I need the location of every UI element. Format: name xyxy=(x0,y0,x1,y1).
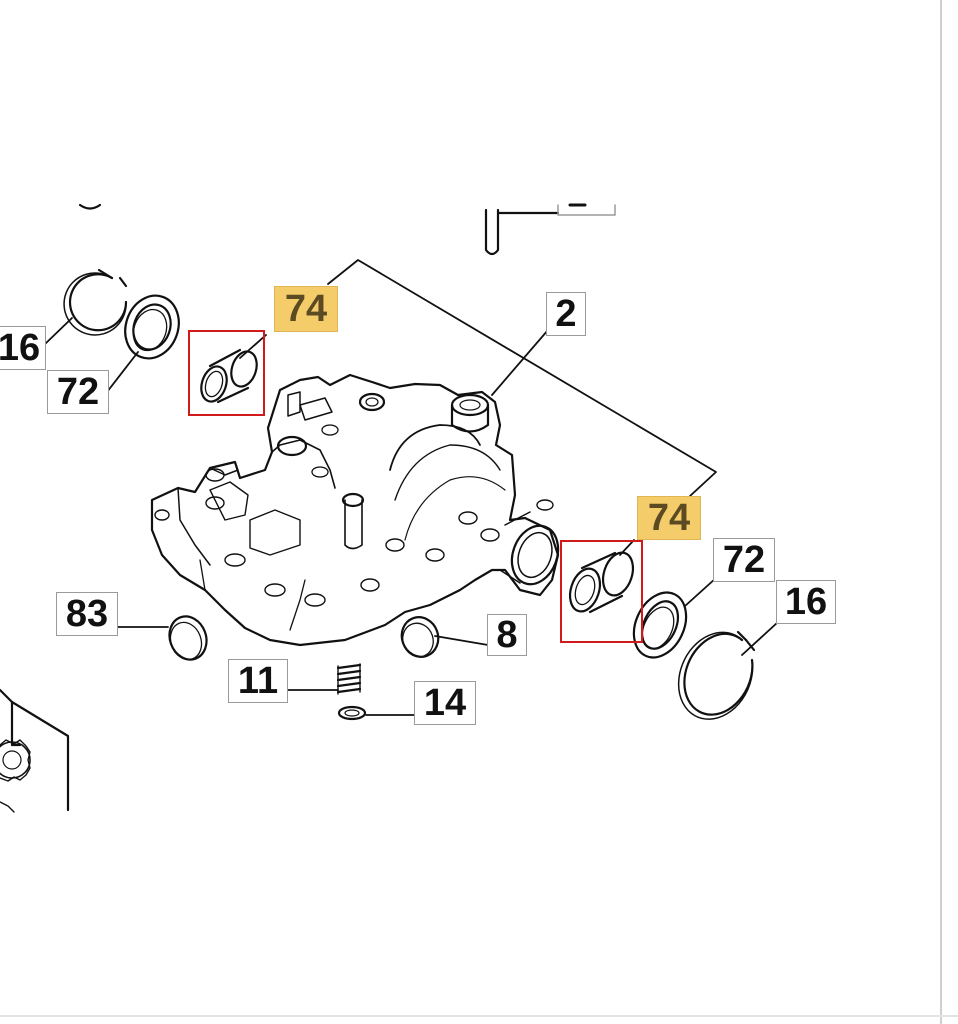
o-ring-14 xyxy=(337,705,367,721)
callout-74-left[interactable]: 74 xyxy=(274,286,338,332)
plug-83 xyxy=(168,615,208,661)
gear-fragment xyxy=(0,688,70,813)
snap-ring-left xyxy=(63,268,128,336)
bushing-right-selection-box xyxy=(560,540,643,643)
snap-ring-right xyxy=(677,630,756,720)
callout-72-left[interactable]: 72 xyxy=(47,370,109,414)
callout-72-right[interactable]: 72 xyxy=(713,538,775,582)
callout-74-right[interactable]: 74 xyxy=(637,496,701,540)
seal-left xyxy=(124,294,180,360)
bushing-right xyxy=(568,551,635,614)
bushing-left-selection-box xyxy=(188,330,265,416)
callout-16-right[interactable]: 16 xyxy=(776,580,836,624)
plug-8 xyxy=(400,616,440,658)
pump-housing xyxy=(150,373,560,647)
callout-16-left[interactable]: 16 xyxy=(0,326,46,370)
callout-11[interactable]: 11 xyxy=(228,659,288,703)
callout-83[interactable]: 83 xyxy=(56,592,118,636)
callout-14[interactable]: 14 xyxy=(414,681,476,725)
seal-right xyxy=(632,591,688,659)
callout-8[interactable]: 8 xyxy=(487,614,527,656)
frame-edge-right xyxy=(940,0,942,1024)
frame-edge-bottom xyxy=(0,1015,958,1017)
callout-2[interactable]: 2 xyxy=(546,292,586,336)
leader-lines xyxy=(43,259,779,716)
spring-11 xyxy=(336,663,362,695)
cropped-pin-top xyxy=(484,203,616,256)
bushing-left xyxy=(200,348,258,404)
cropped-part-top-left xyxy=(78,203,102,210)
